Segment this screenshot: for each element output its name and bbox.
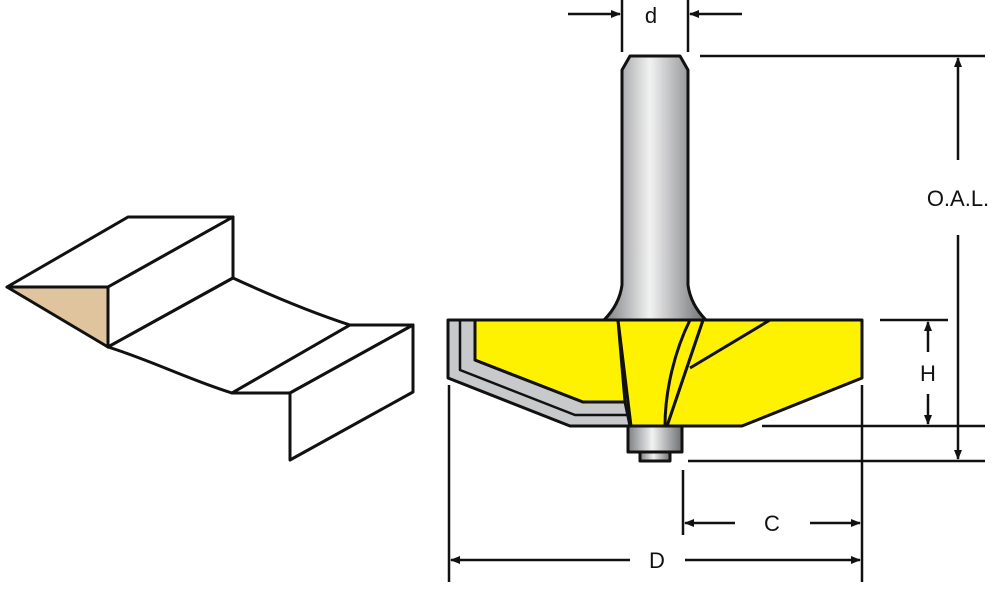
bearing-screw <box>638 450 672 463</box>
label-h: H <box>920 361 936 386</box>
label-d: d <box>645 3 657 28</box>
label-c: C <box>764 511 780 536</box>
profile-face <box>5 285 110 349</box>
molding-profile <box>5 215 415 462</box>
label-oal: O.A.L. <box>927 186 989 211</box>
dimension-lines <box>447 0 985 582</box>
blade-left-carbide <box>473 318 627 404</box>
label-D: D <box>649 548 665 573</box>
side-face <box>288 323 415 462</box>
bearing <box>626 424 684 454</box>
router-bit <box>446 54 864 463</box>
shank <box>602 54 708 322</box>
